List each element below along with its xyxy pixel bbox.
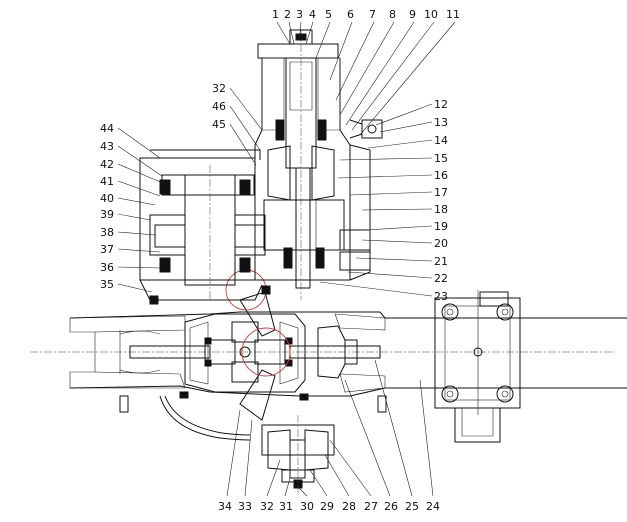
callout-label: 29: [320, 500, 334, 513]
callout-label: 31: [279, 500, 293, 513]
callout-label: 36: [100, 261, 114, 274]
callout-label: 17: [434, 186, 448, 199]
callout-label: 21: [434, 255, 448, 268]
callout-label: 45: [212, 118, 226, 131]
callout-label: 2: [284, 8, 291, 21]
callout-label: 28: [342, 500, 356, 513]
callout-label: 7: [369, 8, 376, 21]
callout-label: 32: [212, 82, 226, 95]
callout-label: 35: [100, 278, 114, 291]
callout-label: 41: [100, 175, 114, 188]
callout-label: 39: [100, 208, 114, 221]
callout-label: 12: [434, 98, 448, 111]
callout-label: 5: [325, 8, 332, 21]
callout-label: 10: [424, 8, 438, 21]
callout-labels-left: 32 46 45 44 43 42 41 40 39 38 37 36 35: [100, 82, 226, 291]
callout-label: 23: [434, 290, 448, 303]
callout-label: 15: [434, 152, 448, 165]
callout-label: 33: [238, 500, 252, 513]
callout-label: 18: [434, 203, 448, 216]
callout-label: 8: [389, 8, 396, 21]
callout-label: 40: [100, 192, 114, 205]
callout-label: 46: [212, 100, 226, 113]
callout-label: 13: [434, 116, 448, 129]
callout-label: 20: [434, 237, 448, 250]
axle-housing: [30, 311, 627, 413]
callout-label: 9: [409, 8, 416, 21]
callout-label: 1: [272, 8, 279, 21]
callout-label: 19: [434, 220, 448, 233]
differential-assembly: [129, 269, 381, 421]
bottom-drive-unit: [261, 415, 335, 495]
input-pinion-housing: [254, 29, 383, 300]
callout-label: 30: [300, 500, 314, 513]
callout-labels-top: 1 2 3 4 5 6 7 8 9 10 11: [272, 8, 460, 21]
callout-labels-bottom: 34 33 32 31 30 29 28 27 26 25 24: [218, 500, 440, 513]
callout-label: 4: [309, 8, 316, 21]
callout-label: 43: [100, 140, 114, 153]
callout-label: 38: [100, 226, 114, 239]
callout-label: 16: [434, 169, 448, 182]
callout-label: 24: [426, 500, 440, 513]
leader-lines: [117, 21, 456, 497]
callout-label: 25: [405, 500, 419, 513]
left-gearbox: [139, 149, 271, 305]
callout-label: 6: [347, 8, 354, 21]
callout-label: 26: [384, 500, 398, 513]
axle-flange-plate: [434, 290, 521, 443]
callout-label: 22: [434, 272, 448, 285]
callout-label: 3: [296, 8, 303, 21]
lower-oil-pipe: [159, 395, 251, 441]
callout-label: 34: [218, 500, 232, 513]
callout-labels-right: 12 13 14 15 16 17 18 19 20 21 22 23: [434, 98, 448, 303]
callout-label: 27: [364, 500, 378, 513]
callout-label: 32: [260, 500, 274, 513]
callout-label: 37: [100, 243, 114, 256]
callout-label: 14: [434, 134, 448, 147]
callout-label: 44: [100, 122, 114, 135]
callout-label: 42: [100, 158, 114, 171]
callout-label: 11: [446, 8, 460, 21]
